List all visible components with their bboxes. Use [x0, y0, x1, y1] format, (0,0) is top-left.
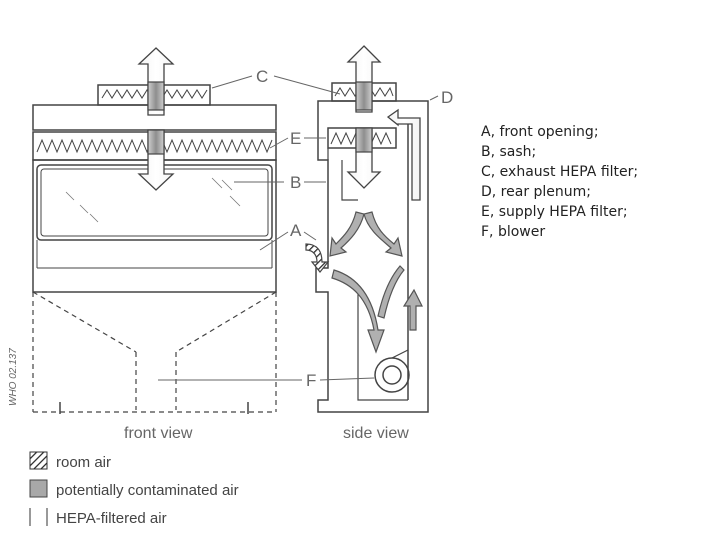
front-exhaust-arrow-grey — [147, 81, 165, 111]
contaminated-air-flow — [329, 211, 423, 354]
room-air-arrow — [305, 243, 330, 273]
label-b: B — [290, 173, 301, 192]
legend-label-hepa: HEPA-filtered air — [56, 510, 167, 527]
legend: room air potentially contaminated air HE… — [29, 451, 239, 527]
caption-item-d: D, rear plenum; — [481, 184, 592, 200]
blower-rotor — [382, 365, 402, 385]
rear-plenum-arrow — [386, 108, 421, 201]
front-supply-arrow-grey — [147, 129, 165, 155]
label-d: D — [441, 88, 453, 107]
side-view-label: side view — [343, 425, 409, 442]
caption-item-a: A, front opening; — [481, 124, 599, 140]
front-stand — [32, 291, 277, 413]
side-lower-compartment — [357, 290, 408, 401]
caption-item-e: E, supply HEPA filter; — [481, 204, 628, 220]
figure-code: WHO 02.137 — [8, 348, 19, 406]
caption-item-c: C, exhaust HEPA filter; — [481, 164, 639, 180]
legend-label-room-air: room air — [56, 454, 111, 471]
side-work-zone — [327, 148, 358, 201]
side-supply-arrow-grey — [355, 127, 373, 153]
front-view-label: front view — [124, 425, 193, 442]
legend-swatch-hepa — [29, 508, 48, 526]
legend-label-contaminated: potentially contaminated air — [56, 482, 239, 499]
label-c: C — [256, 67, 268, 86]
caption-item-f: F, blower — [481, 224, 546, 240]
leader-lines — [158, 75, 439, 381]
legend-swatch-room-air — [29, 451, 48, 470]
caption-item-b: B, sash; — [481, 144, 537, 160]
blower-housing — [374, 357, 410, 393]
caption-list: A, front opening; B, sash; C, exhaust HE… — [481, 122, 716, 242]
label-a: A — [290, 221, 302, 240]
legend-swatch-contaminated — [29, 479, 48, 498]
label-e: E — [290, 129, 301, 148]
glass-reflection — [65, 177, 241, 223]
blower-outlet — [391, 349, 409, 359]
side-exhaust-arrow-grey — [355, 81, 373, 111]
label-f: F — [306, 371, 316, 390]
